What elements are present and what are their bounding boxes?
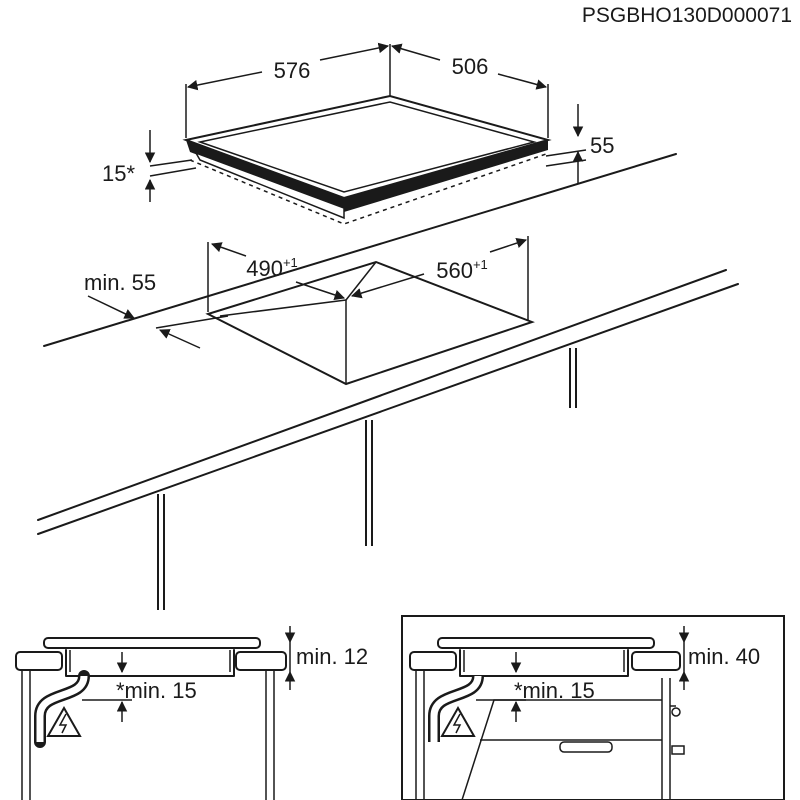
cutout-min-edge-label: min. 55 <box>84 270 156 295</box>
left-top-clearance-label: min. 12 <box>296 644 368 669</box>
left-below-clearance-label: *min. 15 <box>116 678 197 703</box>
cutout-dimension-lines <box>87 236 529 349</box>
right-top-clearance-label: min. 40 <box>688 644 760 669</box>
diagram-code: PSGBHO130D000071 <box>582 4 792 27</box>
hob-width-label: 576 <box>274 58 311 83</box>
cutout-depth-label: 560+1 <box>436 257 488 283</box>
electric-warning-icon <box>440 705 476 737</box>
hob-edge-label: 15* <box>102 161 135 186</box>
right-below-clearance-label: *min. 15 <box>514 678 595 703</box>
hob <box>149 94 587 225</box>
clearance-detail-right <box>401 615 785 800</box>
hob-height-label: 55 <box>590 133 614 158</box>
countertop <box>37 153 739 610</box>
electric-warning-icon <box>46 705 82 737</box>
cutout-width-label: 490+1 <box>246 255 298 281</box>
hob-dimension-lines <box>144 42 584 202</box>
hob-depth-label: 506 <box>452 54 489 79</box>
clearance-detail-left <box>15 626 296 800</box>
